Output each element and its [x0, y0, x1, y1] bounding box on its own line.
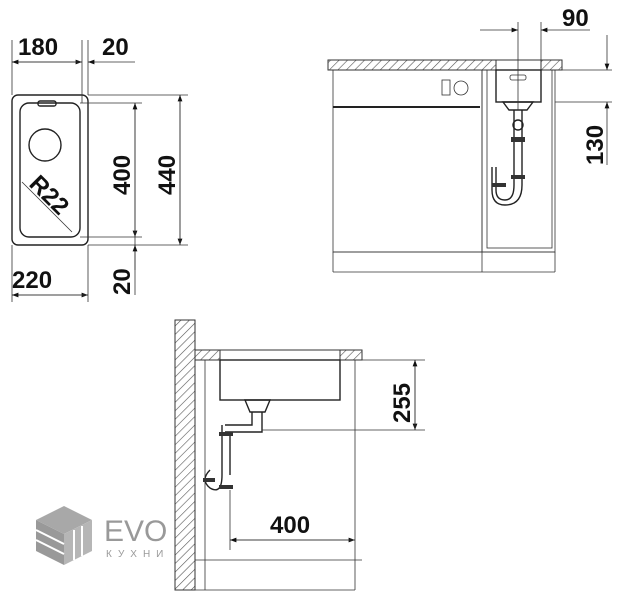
dim-180: 180 — [18, 34, 58, 61]
control-button-icon — [441, 79, 451, 96]
bowl-outline — [19, 102, 81, 238]
dim-20-bottom: 20 — [109, 268, 136, 295]
overflow-slot — [37, 100, 57, 107]
dim-440: 440 — [154, 155, 181, 195]
drain-pipe-side — [225, 412, 263, 433]
evo-logo: EVO КУХНИ — [35, 506, 169, 565]
side-view: 255 400 — [174, 319, 425, 591]
top-view: 180 20 220 400 440 20 R22 — [11, 34, 188, 302]
dim-400-wall: 400 — [270, 512, 310, 539]
sink-cabinet — [481, 69, 556, 253]
dim-400-length: 400 — [109, 155, 136, 195]
dim-220: 220 — [12, 267, 52, 294]
control-knob-icon — [453, 80, 469, 96]
dim-20-top: 20 — [102, 34, 129, 61]
dim-90: 90 — [562, 5, 589, 32]
sink-outline — [11, 94, 89, 246]
drain-pipe — [513, 110, 523, 140]
dishwasher-cabinet — [332, 69, 483, 253]
wall — [174, 319, 196, 591]
dim-255: 255 — [389, 383, 416, 423]
sink-bowl-side — [219, 359, 341, 401]
siphon-trap — [491, 140, 523, 206]
dim-r22: R22 — [24, 170, 74, 220]
drain-circle — [28, 128, 62, 162]
logo-subtitle: КУХНИ — [106, 549, 169, 560]
front-view: 90 130 — [327, 5, 612, 273]
dim-130: 130 — [582, 125, 609, 165]
logo-brand: EVO — [104, 515, 167, 548]
